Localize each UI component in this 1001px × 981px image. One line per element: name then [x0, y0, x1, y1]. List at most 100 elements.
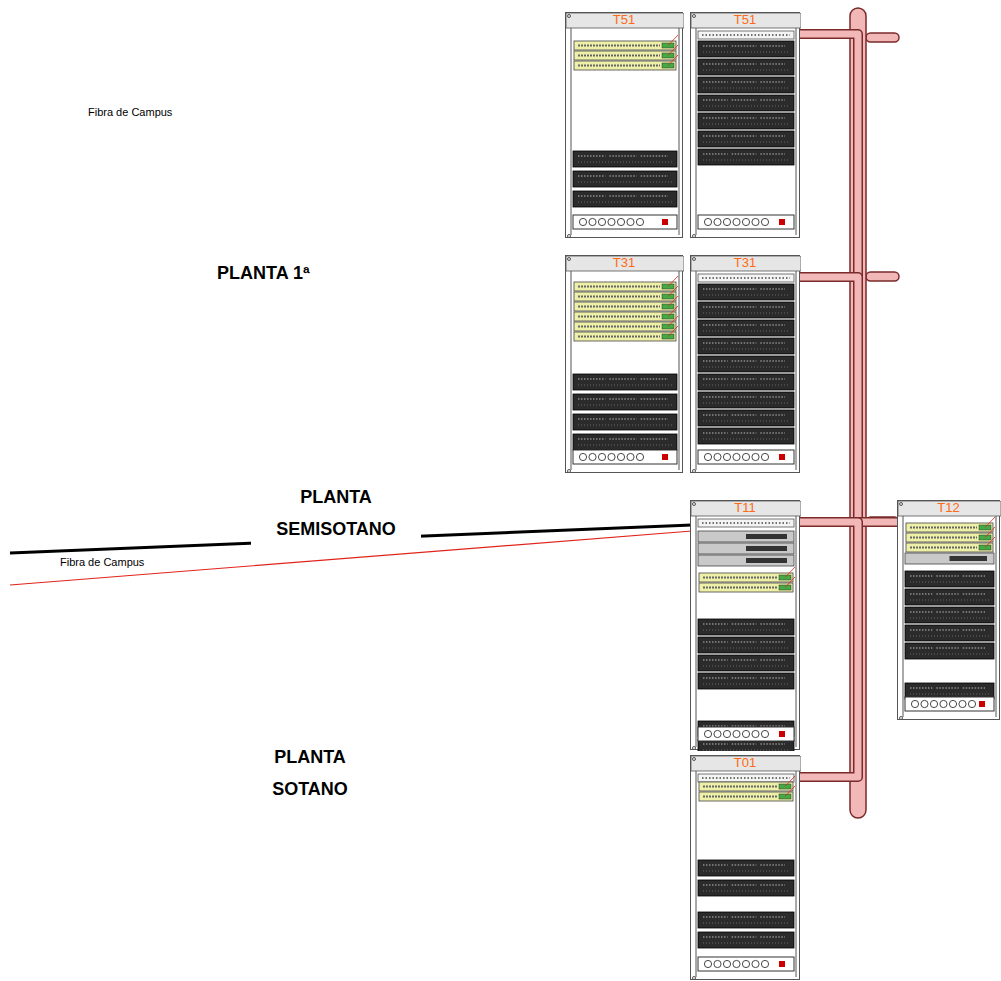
switch-unit: [699, 573, 793, 582]
patch-panel: [698, 860, 794, 876]
socket: [761, 218, 768, 225]
rack-screw: [568, 470, 571, 473]
switch-unit: [699, 583, 793, 592]
rack-rail: [679, 28, 680, 235]
port-row: [641, 175, 668, 176]
socket: [742, 218, 749, 225]
switch-unit: [906, 523, 993, 532]
port-row: [703, 360, 728, 361]
port-row: [703, 88, 789, 89]
rack-label: T51: [566, 13, 682, 27]
port-row: [963, 611, 985, 612]
switch-unit: [574, 282, 676, 291]
power-switch: [779, 219, 785, 225]
port-row: [910, 636, 989, 637]
port-row: [703, 623, 728, 624]
router-unit: [905, 553, 994, 564]
port-row: [703, 331, 789, 332]
port-row: [910, 694, 989, 695]
port-row: [578, 155, 605, 156]
port-row: [703, 313, 789, 314]
port-row: [760, 641, 785, 642]
port-row: [702, 522, 790, 524]
port-row: [910, 593, 932, 594]
patch-cord: [785, 776, 795, 787]
port-row: [760, 99, 785, 100]
rack-rail: [796, 516, 797, 747]
patch-panel: [698, 410, 794, 426]
port-row: [578, 55, 660, 57]
port-row: [732, 677, 757, 678]
socket: [714, 730, 721, 737]
port-row: [578, 195, 605, 196]
patch-panel: [698, 374, 794, 390]
backbone-pipe: [800, 277, 858, 522]
patch-panel: [698, 912, 794, 928]
rack-top: [691, 256, 801, 271]
router-ports: [746, 534, 787, 539]
patch-cord: [668, 55, 678, 66]
patch-panel: [698, 428, 794, 444]
port-row: [703, 936, 728, 937]
port-row: [641, 195, 668, 196]
port-row: [732, 378, 757, 379]
port-row: [703, 160, 789, 161]
patch-panel: [698, 59, 794, 75]
switch-unit: [574, 322, 676, 331]
port-row: [703, 106, 789, 107]
rack-screw: [693, 235, 696, 238]
port-row: [609, 418, 636, 419]
rack-label: T51: [691, 13, 799, 27]
port-row: [910, 537, 977, 539]
rack-screw: [693, 977, 696, 980]
port-row: [578, 202, 672, 203]
patch-panel: [698, 113, 794, 129]
socket: [617, 453, 624, 460]
socket: [921, 700, 928, 707]
patch-panel: [698, 932, 794, 948]
port-row: [910, 600, 989, 601]
patch-cord: [668, 35, 678, 46]
socket: [636, 453, 643, 460]
patch-cord: [785, 577, 795, 588]
port-row: [910, 647, 932, 648]
patch-panel: [573, 171, 677, 187]
port-row: [760, 45, 785, 46]
socket: [911, 700, 918, 707]
socket: [704, 960, 711, 967]
power-switch: [662, 454, 668, 460]
patch-panel: [698, 131, 794, 147]
socket: [636, 218, 643, 225]
port-row: [578, 326, 660, 328]
port-row: [703, 641, 728, 642]
patch-cord: [985, 537, 995, 548]
patch-panel: [698, 356, 794, 372]
port-row: [703, 943, 789, 944]
port-row: [732, 135, 757, 136]
pipe-fill: [800, 522, 858, 777]
port-row: [578, 438, 605, 439]
patch-panel: [573, 394, 677, 410]
socket: [589, 218, 596, 225]
port-row: [578, 425, 672, 426]
rack-top: [898, 501, 1001, 516]
power-switch: [662, 219, 668, 225]
equipment-rack: T31: [565, 255, 683, 473]
power-strip: [573, 215, 677, 229]
port-row: [703, 378, 728, 379]
port-row: [703, 677, 728, 678]
switch-unit: [906, 543, 993, 552]
port-row: [703, 630, 789, 631]
patch-cord: [668, 45, 678, 56]
port-row: [732, 414, 757, 415]
router-unit: [698, 543, 794, 554]
pipe-stub: [866, 33, 899, 42]
rack-screw: [693, 470, 696, 473]
rack-rail: [696, 771, 697, 977]
pipe-outline: [800, 522, 858, 777]
port-row: [760, 153, 785, 154]
patch-panel: [573, 414, 677, 430]
port-row: [703, 871, 789, 872]
socket: [714, 218, 721, 225]
